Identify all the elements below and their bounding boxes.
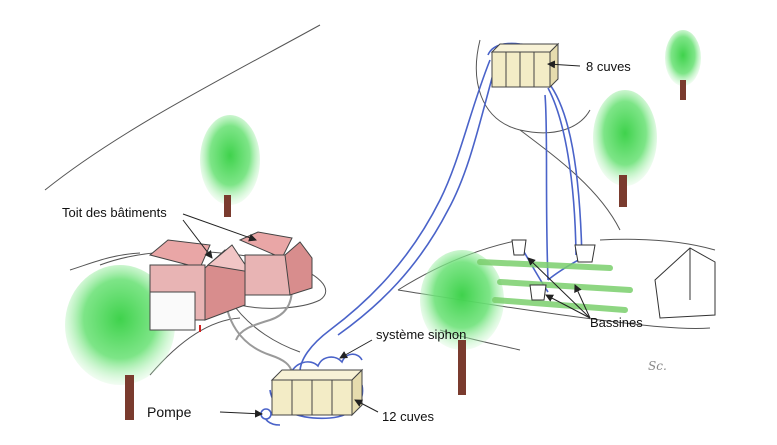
- label-siphon: système siphon: [376, 327, 467, 342]
- pump-icon: [260, 408, 272, 420]
- label-basins: Bassines: [590, 315, 643, 330]
- building-icon: [238, 231, 313, 296]
- label-tanks-bottom: 12 cuves: [382, 409, 435, 424]
- signature: Sc.: [648, 359, 667, 373]
- tree-icon: [665, 30, 701, 100]
- annotation-arrows: [182, 60, 591, 418]
- field-stripes: [477, 259, 633, 313]
- label-roof: Toit des bâtiments: [62, 205, 167, 220]
- building-icon: [148, 239, 252, 331]
- tree-icon: [420, 250, 504, 395]
- tree-icon: [200, 115, 260, 217]
- tank-icon: [270, 368, 364, 417]
- greenhouse-icon: [654, 247, 716, 319]
- tree-icon: [65, 265, 175, 420]
- label-pump: Pompe: [147, 404, 192, 420]
- tree-icon: [593, 90, 657, 207]
- tank-icon: [490, 42, 560, 89]
- water-pipes: [263, 42, 583, 426]
- label-tanks-top: 8 cuves: [586, 59, 631, 74]
- basin-icon: [511, 239, 596, 301]
- roof-drain-pipes: [224, 287, 293, 373]
